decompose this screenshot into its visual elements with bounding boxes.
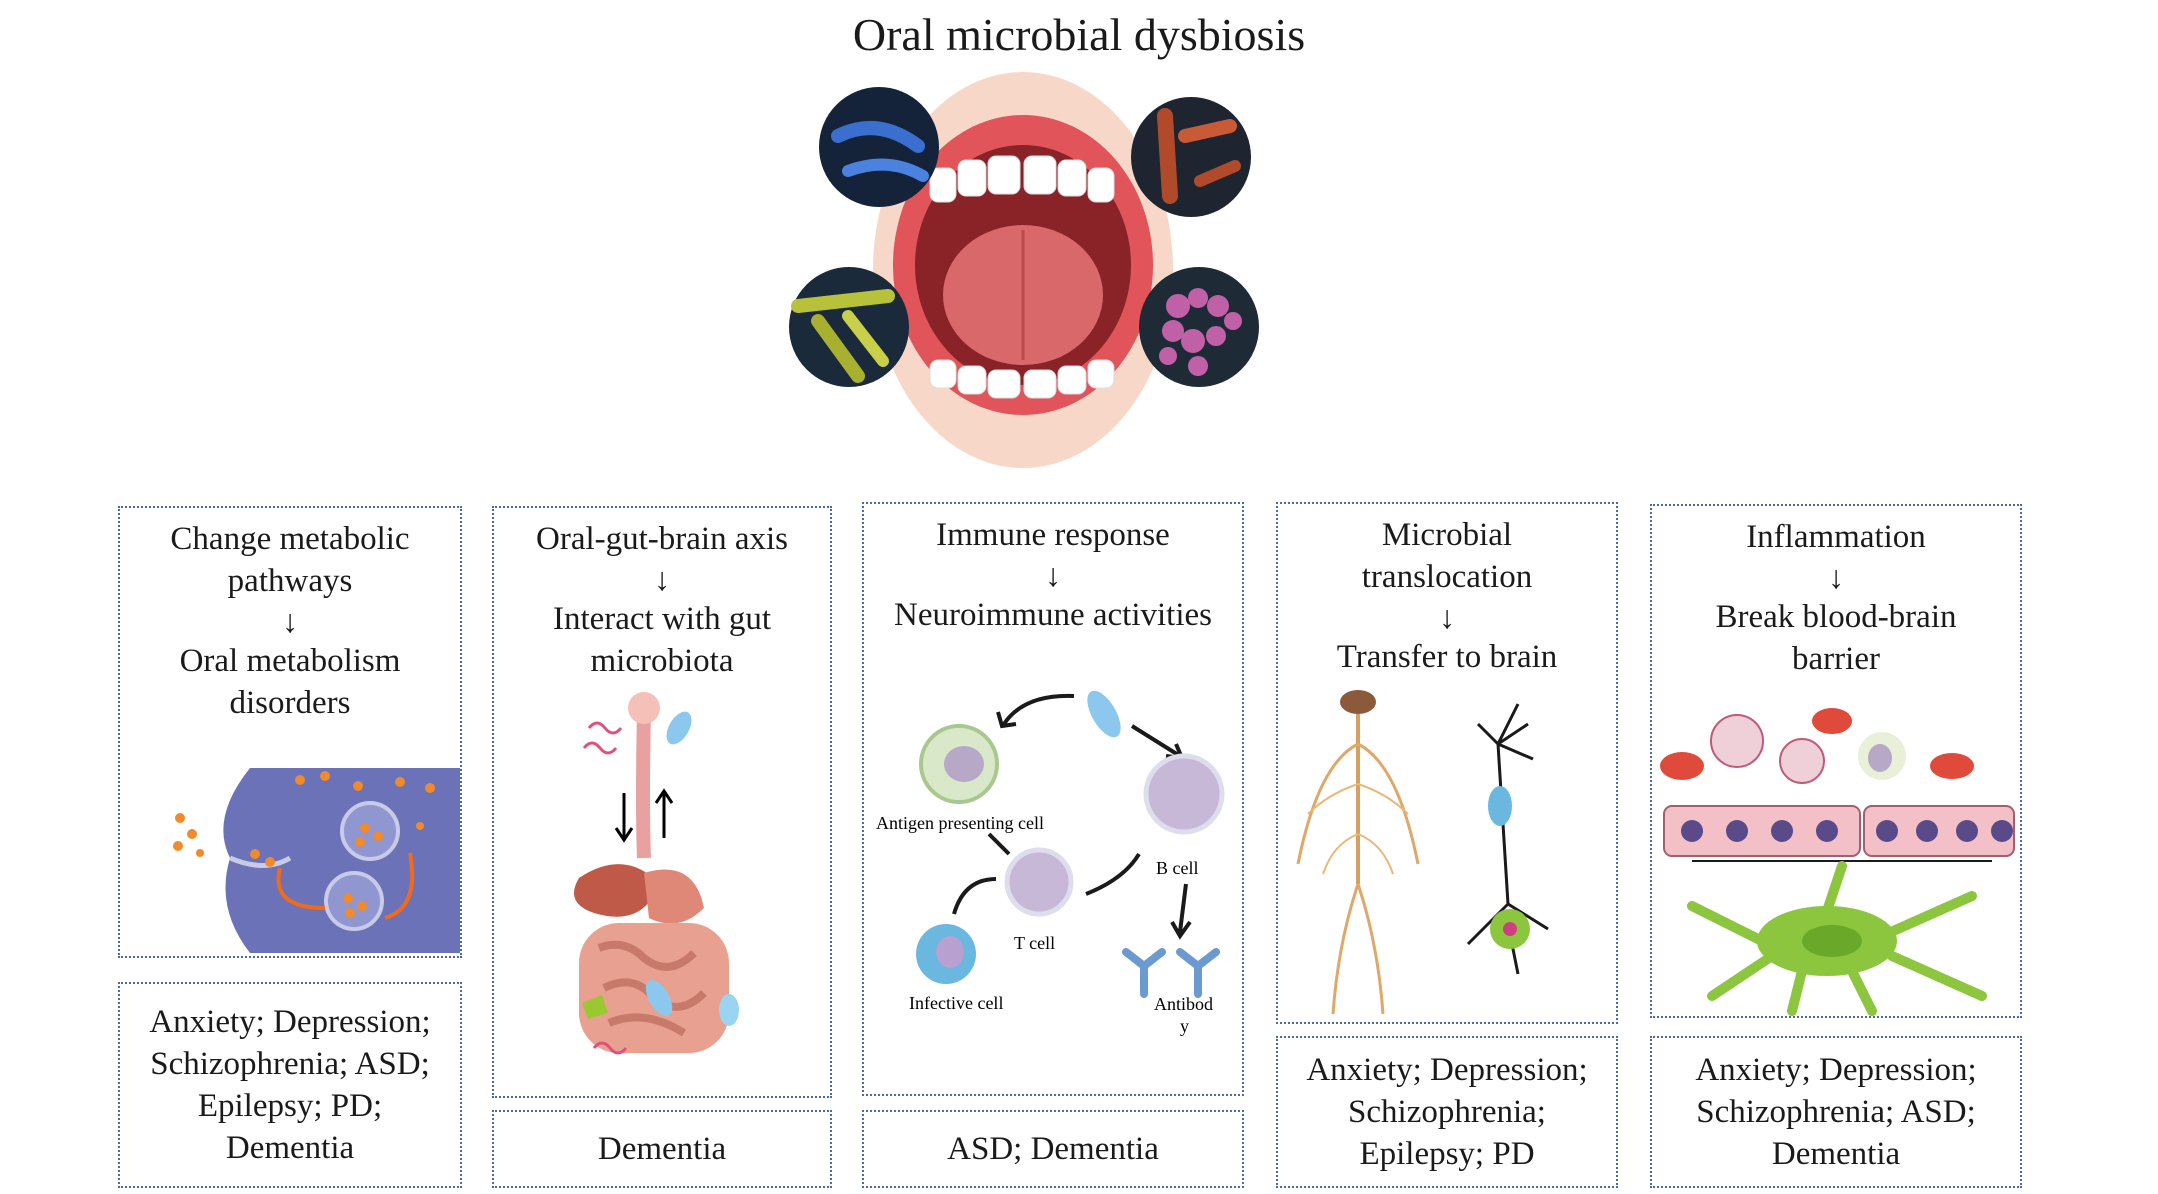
column-1-result-line-1: Oral metabolism <box>179 643 401 679</box>
column-5-diseases-box: Anxiety; Depression; Schizophrenia; ASD;… <box>1650 1036 2022 1188</box>
bacteria-blue-icon <box>819 87 939 207</box>
column-4-head-line-2: translocation <box>1361 559 1533 595</box>
bacteria-red-icon <box>1131 97 1251 217</box>
column-1-result-line-2: disorders <box>229 685 351 721</box>
column-5-result-line-1: Break blood-brain <box>1715 599 1957 635</box>
column-1-head-line-1: Change metabolic <box>170 521 410 557</box>
column-4-diseases-box: Anxiety; Depression; Schizophrenia; Epil… <box>1276 1036 1618 1188</box>
column-3-result-line-1: Neuroimmune activities <box>894 597 1212 633</box>
cell-metabolism-illustration <box>173 768 460 953</box>
column-1-disease-line-3: Epilepsy; PD; <box>197 1088 383 1124</box>
infective-cell-label: Infective cell <box>909 993 1003 1013</box>
immune-response-box: Immune response ↓ Neuroimmune activities… <box>862 502 1244 1096</box>
column-1-disease-line-2: Schizophrenia; ASD; <box>150 1046 430 1082</box>
page-title: Oral microbial dysbiosis <box>852 9 1306 60</box>
column-5-disease-line-1: Anxiety; Depression; <box>1695 1052 1977 1088</box>
column-3-head-line-1: Immune response <box>936 517 1170 553</box>
column-2-disease-line-1: Dementia <box>597 1131 727 1167</box>
column-2-diseases-box: Dementia <box>492 1110 832 1188</box>
column-4-disease-line-3: Epilepsy; PD <box>1359 1136 1535 1172</box>
digestive-tract-illustration <box>574 692 739 1055</box>
antibody-label-1: Antibod <box>1154 994 1213 1014</box>
column-5-result-line-2: barrier <box>1792 641 1880 677</box>
column-1-diseases-box: Anxiety; Depression; Schizophrenia; ASD;… <box>118 982 462 1188</box>
oral-gut-brain-box: Oral-gut-brain axis ↓ Interact with gut … <box>492 506 832 1098</box>
down-arrow-icon: ↓ <box>654 561 670 597</box>
down-arrow-icon: ↓ <box>1828 559 1844 595</box>
column-2-head-line-1: Oral-gut-brain axis <box>536 521 788 557</box>
nervous-system-illustration <box>1296 690 1549 1015</box>
inflammation-box: Inflammation ↓ Break blood-brain barrier <box>1650 504 2022 1018</box>
column-4-result-line-1: Transfer to brain <box>1336 639 1558 675</box>
column-4-head-line-1: Microbial <box>1381 517 1513 553</box>
bacteria-green-icon <box>789 267 909 387</box>
column-1-disease-line-1: Anxiety; Depression; <box>149 1004 431 1040</box>
down-arrow-icon: ↓ <box>1439 599 1455 635</box>
column-5-disease-line-3: Dementia <box>1771 1136 1901 1172</box>
column-1-head-line-2: pathways <box>227 563 353 599</box>
column-5-head-line-1: Inflammation <box>1746 519 1926 555</box>
bacteria-purple-icon <box>1139 267 1259 387</box>
tcell-label: T cell <box>1014 933 1055 953</box>
column-5-disease-line-2: Schizophrenia; ASD; <box>1696 1094 1976 1130</box>
antibody-label-2: y <box>1180 1016 1189 1036</box>
apc-label: Antigen presenting cell <box>876 813 1044 833</box>
column-1-disease-line-4: Dementia <box>225 1130 355 1166</box>
column-3-disease-line-1: ASD; Dementia <box>947 1131 1159 1167</box>
column-4-disease-line-2: Schizophrenia; <box>1348 1094 1546 1130</box>
column-4-disease-line-1: Anxiety; Depression; <box>1306 1052 1588 1088</box>
immune-cells-illustration: Antigen presenting cell B cell T cell In… <box>876 690 1225 1036</box>
column-2-result-line-1: Interact with gut <box>552 601 772 637</box>
metabolic-pathway-box: Change metabolic pathways ↓ Oral metabol… <box>118 506 462 958</box>
down-arrow-icon: ↓ <box>1045 557 1061 593</box>
column-3-diseases-box: ASD; Dementia <box>862 1110 1244 1188</box>
column-2-result-line-2: microbiota <box>590 643 734 679</box>
mouth-illustration <box>873 72 1173 468</box>
down-arrow-icon: ↓ <box>282 603 298 639</box>
blood-brain-barrier-illustration <box>1660 708 2015 1016</box>
microbial-translocation-box: Microbial translocation ↓ Transfer to br… <box>1276 502 1618 1024</box>
bcell-label: B cell <box>1156 858 1199 878</box>
